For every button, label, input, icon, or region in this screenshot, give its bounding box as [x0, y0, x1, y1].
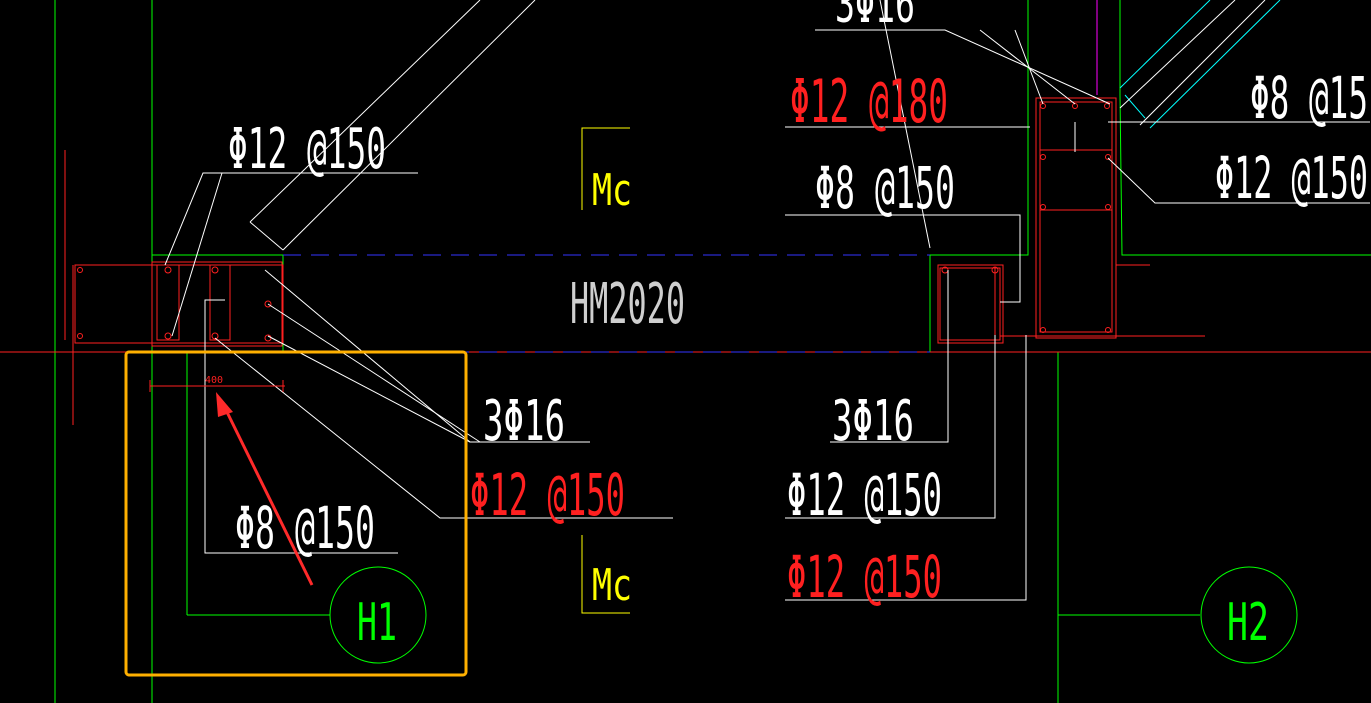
right-column-section	[937, 97, 1205, 344]
left-column-section	[74, 261, 284, 347]
highlight-box	[124, 350, 468, 677]
label-dim-400: 400	[205, 375, 223, 386]
label-beam-id: HM2020	[570, 272, 685, 337]
label-right-white-phi12: Φ12 @150	[787, 461, 942, 529]
dimension-400	[149, 380, 285, 392]
blue-dashed-beam	[283, 254, 930, 353]
label-right-3phi16: 3Φ16	[832, 389, 914, 454]
label-mc-bottom: Mc	[592, 560, 632, 611]
label-left-phi8: Φ8 @150	[235, 494, 375, 562]
axis-bubble-h2: H2	[1200, 566, 1298, 664]
annotation-arrow	[216, 392, 314, 586]
label-top-red-phi12: Φ12 @180	[790, 67, 948, 137]
label-h2: H2	[1227, 593, 1269, 653]
label-right-phi12: Φ12 @150	[1215, 144, 1368, 212]
label-mc-top: Mc	[592, 165, 632, 216]
label-top-right-phi8: Φ8 @15	[1250, 64, 1368, 132]
label-left-red-phi12: Φ12 @150	[470, 461, 625, 529]
mc-brackets	[581, 127, 630, 614]
label-h1: H1	[357, 593, 397, 653]
label-top-left-rebar: Φ12 @150	[228, 117, 386, 182]
axis-bubble-h1: H1	[329, 566, 427, 664]
white-leader-lines	[164, 0, 1370, 601]
white-slab-diagonals	[249, 0, 1266, 251]
cyan-diagonal	[1119, 0, 1281, 129]
label-top-3phi16: 3Φ16	[835, 0, 915, 35]
label-left-3phi16: 3Φ16	[483, 389, 565, 454]
green-axis-lines	[54, 0, 1371, 703]
label-mid-phi8: Φ8 @150	[815, 154, 955, 222]
label-right-red-phi12: Φ12 @150	[787, 543, 942, 611]
